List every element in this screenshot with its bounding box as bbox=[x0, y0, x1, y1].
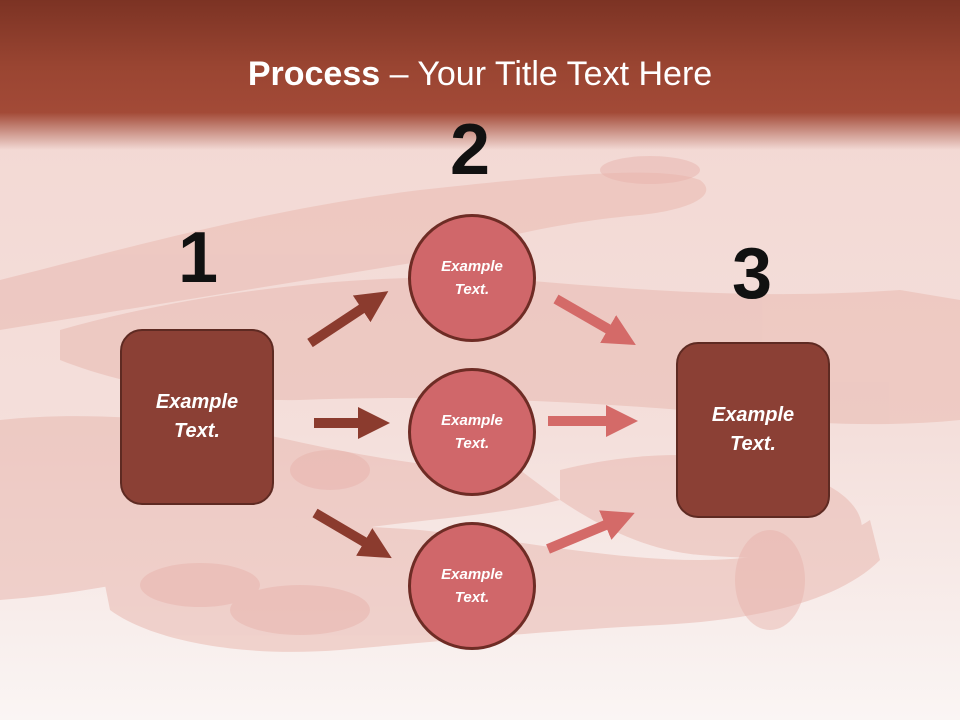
left-box-text: Example Text. bbox=[155, 391, 239, 442]
circle-top: Example Text. bbox=[408, 214, 536, 342]
left-box: Example Text. bbox=[120, 329, 274, 505]
step-number-3: 3 bbox=[732, 234, 773, 314]
title-bar bbox=[0, 0, 960, 150]
right-box: Example Text. bbox=[676, 342, 830, 518]
circle-middle-text: Example Text. bbox=[441, 412, 503, 452]
circle-top-text: Example Text. bbox=[441, 258, 503, 298]
step-number-1: 1 bbox=[178, 218, 219, 298]
step-number-2: 2 bbox=[450, 110, 491, 190]
right-box-text: Example Text. bbox=[711, 404, 795, 455]
circle-middle: Example Text. bbox=[408, 368, 536, 496]
slide-title: Process – Your Title Text Here bbox=[0, 52, 960, 96]
title-rest: – Your Title Text Here bbox=[380, 55, 713, 93]
title-bold: Process bbox=[247, 55, 381, 93]
circle-bottom: Example Text. bbox=[408, 522, 536, 650]
circle-bottom-text: Example Text. bbox=[441, 566, 503, 606]
